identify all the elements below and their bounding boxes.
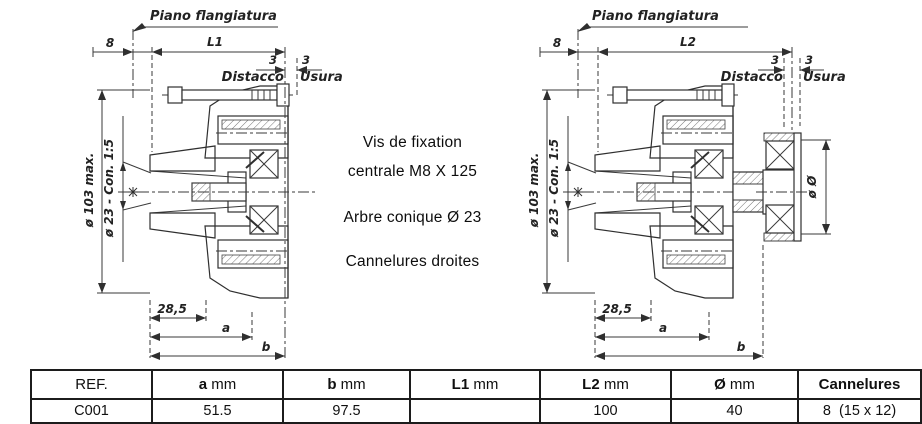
left-max-diameter-label: ø 103 max. (82, 153, 96, 229)
left-drawing: Piano flangiatura 8 L1 3 3 Distacco Usur… (82, 9, 343, 360)
right-hub-length-dim: 28,5 (602, 302, 632, 316)
cell-ref: C001 (30, 398, 153, 424)
header-l1: L1 mm (409, 369, 541, 400)
cell-a: 51.5 (151, 398, 284, 424)
left-length-dim: L1 (207, 35, 223, 49)
right-drawing: Piano flangiatura 8 L2 3 3 Distacco Usur… (527, 9, 846, 360)
left-hub-length-dim: 28,5 (157, 302, 187, 316)
note-fixing-screw-1: Vis de fixation (362, 134, 463, 151)
left-distacco-label: Distacco (222, 70, 284, 85)
note-fixing-screw-2: centrale M8 X 125 (347, 163, 478, 180)
right-plane-label: Piano flangiatura (592, 9, 719, 24)
technical-drawings: Piano flangiatura 8 L1 3 3 Distacco Usur… (82, 9, 846, 360)
right-distacco-dim: 3 (771, 53, 779, 67)
header-ref: REF. (30, 369, 153, 400)
left-offset-dim: 8 (106, 36, 114, 50)
table-row: C001 51.5 97.5 100 40 8 (15 x 12) (30, 398, 922, 424)
left-dim-a: a (222, 321, 230, 335)
right-offset-dim: 8 (553, 36, 561, 50)
left-cone-bore-label: ø 23 - Con. 1:5 (102, 139, 116, 238)
header-l2: L2 mm (539, 369, 672, 400)
left-dim-b: b (262, 340, 271, 354)
header-b: b mm (282, 369, 411, 400)
right-usura-label: Usura (803, 70, 846, 85)
left-usura-dim: 3 (302, 53, 310, 67)
left-usura-label: Usura (300, 70, 343, 85)
output-shaft-and-yoke (732, 132, 812, 242)
header-diameter: Ø mm (670, 369, 799, 400)
cell-diameter: 40 (670, 398, 799, 424)
cell-cannelures: 8 (15 x 12) (797, 398, 922, 424)
left-plane-label: Piano flangiatura (150, 9, 277, 24)
header-a: a mm (151, 369, 284, 400)
cell-l2: 100 (539, 398, 672, 424)
right-distacco-label: Distacco (721, 70, 783, 85)
right-max-diameter-label: ø 103 max. (527, 153, 541, 229)
left-distacco-dim: 3 (269, 53, 277, 67)
cell-b: 97.5 (282, 398, 411, 424)
table-header-row: REF. a mm b mm L1 mm L2 mm Ø mm Cannelur… (30, 369, 922, 400)
right-length-dim: L2 (680, 35, 696, 49)
dimensions-table: REF. a mm b mm L1 mm L2 mm Ø mm Cannelur… (30, 369, 922, 424)
right-dim-b: b (737, 340, 746, 354)
center-notes: Vis de fixation centrale M8 X 125 Arbre … (300, 134, 525, 271)
right-cone-bore-label: ø 23 - Con. 1:5 (547, 139, 561, 238)
note-cone-shaft: Arbre conique Ø 23 (343, 209, 482, 226)
right-dim-a: a (659, 321, 667, 335)
note-splines: Cannelures droites (345, 253, 480, 270)
right-usura-dim: 3 (805, 53, 813, 67)
right-shaft-diameter-label: ø Ø (805, 175, 819, 199)
plane-leader-arrow-icon (577, 23, 591, 32)
cell-l1 (409, 398, 541, 424)
header-cannelures: Cannelures (797, 369, 922, 400)
plane-leader-arrow-icon (132, 23, 146, 32)
